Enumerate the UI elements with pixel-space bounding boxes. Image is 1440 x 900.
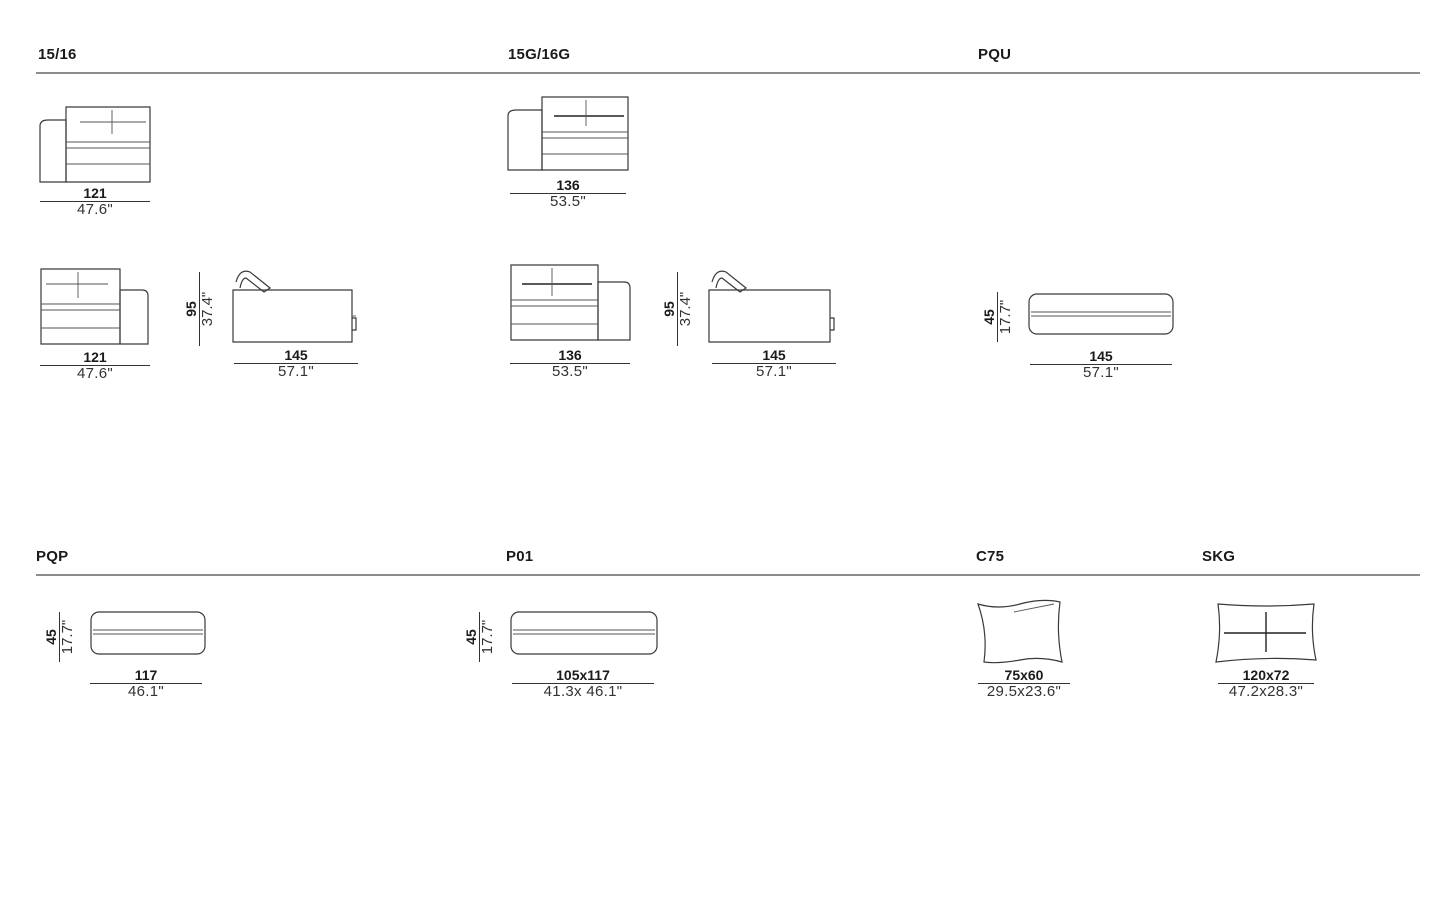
dimension-15g-16g-front-width: 136 53.5" <box>510 348 630 379</box>
dimension-cm: 136 <box>558 347 582 363</box>
dimension-cm: 105x117 <box>556 667 610 683</box>
module-15-16-top-view-drawing <box>39 106 151 183</box>
dimension-inches: 47.2x28.3" <box>1228 683 1304 700</box>
pouf-pqu-drawing <box>1028 293 1174 335</box>
section-title-pqu: PQU <box>978 46 1012 63</box>
dimension-line <box>234 363 358 364</box>
dimension-line <box>978 683 1070 684</box>
dimension-line <box>40 365 150 366</box>
dimension-cm: 45 <box>463 629 479 645</box>
dimension-15-16-top-width: 121 47.6" <box>40 186 150 217</box>
dimension-inches: 29.5x23.6" <box>986 683 1062 700</box>
dimension-line <box>1218 683 1314 684</box>
dimension-skg-size: 120x72 47.2x28.3" <box>1218 668 1314 699</box>
dimension-cm: 117 <box>134 667 158 683</box>
dimension-inches: 37.4" <box>199 291 216 327</box>
pouf-pqp-drawing <box>90 611 206 655</box>
module-15g-16g-front-view-drawing <box>510 264 631 341</box>
dimension-p01-size: 105x117 41.3x 46.1" <box>512 668 654 699</box>
dimension-cm: 45 <box>43 629 59 645</box>
cushion-skg-drawing <box>1215 603 1317 663</box>
dimension-pqp-width: 117 46.1" <box>90 668 202 699</box>
dimension-cm: 136 <box>556 177 580 193</box>
dimension-pqu-height: 45 17.7" <box>981 292 1014 342</box>
dimension-inches: 17.7" <box>59 619 76 655</box>
dimension-cm: 145 <box>762 347 786 363</box>
section-title-pqp: PQP <box>36 548 69 565</box>
dimension-pqu-width: 145 57.1" <box>1030 349 1172 380</box>
dimension-p01-height: 45 17.7" <box>463 612 496 662</box>
dimension-cm: 121 <box>83 349 107 365</box>
module-15g-16g-top-view-drawing <box>507 96 629 171</box>
module-15g-16g-side-view-drawing <box>708 270 835 343</box>
dimension-inches: 37.4" <box>677 291 694 327</box>
cushion-c75-drawing <box>977 599 1063 664</box>
dimension-cm: 95 <box>183 301 199 317</box>
dimension-15g-16g-height: 95 37.4" <box>661 272 694 346</box>
dimension-cm: 121 <box>83 185 107 201</box>
module-15-16-front-view-drawing <box>40 268 149 345</box>
dimension-cm: 145 <box>1089 348 1113 364</box>
dimension-inches: 53.5" <box>551 363 589 380</box>
dimension-inches: 46.1" <box>127 683 165 700</box>
dimension-line <box>90 683 202 684</box>
module-15-16-side-view-drawing <box>232 270 357 343</box>
dimension-cm: 145 <box>284 347 308 363</box>
dimension-inches: 41.3x 46.1" <box>543 683 623 700</box>
section-title-15g-16g: 15G/16G <box>508 46 571 63</box>
dimension-inches: 17.7" <box>997 299 1014 335</box>
section-rule-top <box>36 72 1420 74</box>
dimension-inches: 17.7" <box>479 619 496 655</box>
dimension-pqp-height: 45 17.7" <box>43 612 76 662</box>
dimension-line <box>510 193 626 194</box>
dimension-line <box>1030 364 1172 365</box>
pouf-p01-drawing <box>510 611 658 655</box>
dimension-cm: 95 <box>661 301 677 317</box>
dimension-line <box>712 363 836 364</box>
dimension-15-16-depth: 145 57.1" <box>234 348 358 379</box>
dimension-inches: 47.6" <box>76 365 114 382</box>
section-rule-bottom <box>36 574 1420 576</box>
section-title-c75: C75 <box>976 548 1005 565</box>
dimension-inches: 47.6" <box>76 201 114 218</box>
dimension-15-16-front-width: 121 47.6" <box>40 350 150 381</box>
dimension-cm: 120x72 <box>1242 667 1290 683</box>
section-title-skg: SKG <box>1202 548 1236 565</box>
dimension-cm: 45 <box>981 309 997 325</box>
dimension-inches: 57.1" <box>1082 364 1120 381</box>
dimension-inches: 53.5" <box>549 193 587 210</box>
dimension-cm: 75x60 <box>1004 667 1044 683</box>
dimension-15-16-height: 95 37.4" <box>183 272 216 346</box>
section-title-p01: P01 <box>506 548 534 565</box>
dimension-c75-size: 75x60 29.5x23.6" <box>978 668 1070 699</box>
section-title-15-16: 15/16 <box>38 46 77 63</box>
dimension-15g-16g-depth: 145 57.1" <box>712 348 836 379</box>
dimension-line <box>510 363 630 364</box>
dimension-line <box>40 201 150 202</box>
dimension-inches: 57.1" <box>277 363 315 380</box>
dimension-inches: 57.1" <box>755 363 793 380</box>
dimension-15g-16g-top-width: 136 53.5" <box>510 178 626 209</box>
dimension-line <box>512 683 654 684</box>
